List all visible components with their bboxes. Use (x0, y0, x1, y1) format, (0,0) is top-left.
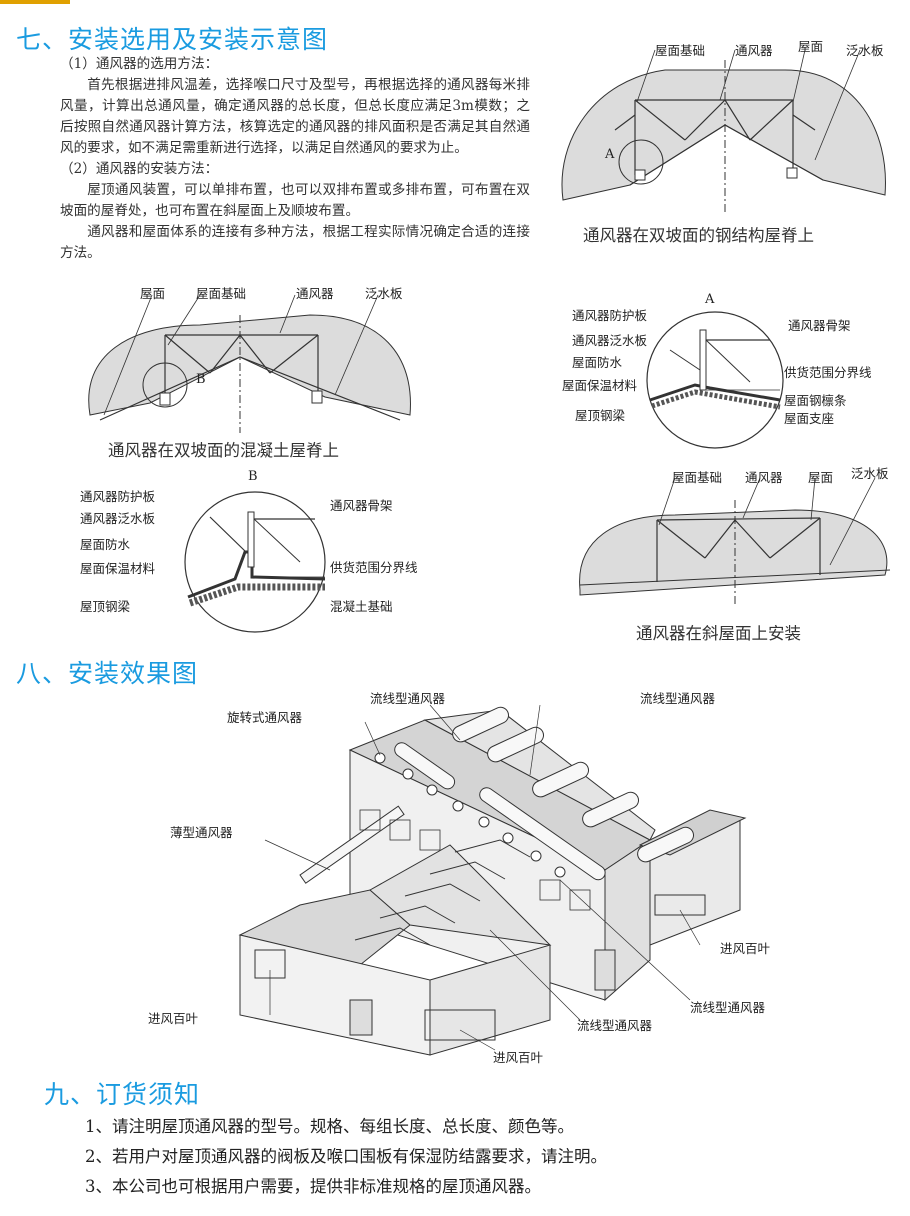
slope-roof-diagram (579, 477, 891, 605)
order-note-3: 3、本公司也可根据用户需要，提供非标准规格的屋顶通风器。 (85, 1177, 541, 1196)
detail-a-vflash: 通风器泛水板 (572, 333, 648, 348)
section-7-title: 七、安装选用及安装示意图 (16, 25, 329, 54)
selection-method-heading: （1）通风器的选用方法： (60, 56, 219, 72)
effect-label-rotary: 旋转式通风器 (227, 710, 303, 725)
concrete-label-vent: 通风器 (296, 286, 334, 301)
detail-b-supply: 供货范围分界线 (330, 560, 418, 575)
slope-label-flash: 泛水板 (851, 466, 889, 481)
detail-a-support: 屋面支座 (784, 411, 835, 426)
top-accent-strip (0, 0, 70, 4)
steel-marker-a: A (605, 147, 615, 162)
detail-b-insul: 屋面保温材料 (80, 561, 156, 576)
detail-a-purlin: 屋面钢檩条 (784, 393, 847, 408)
concrete-label-roof: 屋面 (140, 286, 166, 301)
concrete-label-flash: 泛水板 (365, 286, 403, 301)
detail-a-beam: 屋顶钢梁 (575, 408, 626, 423)
effect-label-thin: 薄型通风器 (170, 825, 233, 840)
steel-ridge-caption: 通风器在双坡面的钢结构屋脊上 (583, 226, 814, 245)
section-9-title: 九、订货须知 (44, 1080, 201, 1109)
section-7-text: （1）通风器的选用方法： 首先根据进排风温差，选择喉口尺寸及型号，再根据选择的通… (60, 54, 530, 264)
detail-b-beam: 屋顶钢梁 (80, 599, 131, 614)
effect-label-louver-bottom: 进风百叶 (493, 1050, 544, 1065)
effect-label-stream-right: 流线型通风器 (640, 691, 716, 706)
steel-label-base: 屋面基础 (655, 43, 706, 58)
section-8-title: 八、安装效果图 (16, 659, 199, 688)
installation-effect-illustration (238, 704, 747, 1056)
steel-label-roof: 屋面 (798, 39, 824, 54)
detail-b-guard: 通风器防护板 (80, 489, 156, 504)
effect-label-louver-right: 进风百叶 (720, 941, 771, 956)
detail-a-title: A (705, 292, 715, 307)
effect-label-louver-left: 进风百叶 (148, 1011, 199, 1026)
steel-label-flash: 泛水板 (846, 43, 884, 58)
detail-a-guard: 通风器防护板 (572, 308, 648, 323)
slope-label-vent: 通风器 (745, 470, 783, 485)
detail-a-diagram (646, 311, 784, 449)
detail-a-supply: 供货范围分界线 (784, 365, 872, 380)
slope-label-base: 屋面基础 (672, 470, 723, 485)
concrete-ridge-diagram (88, 294, 411, 433)
concrete-ridge-caption: 通风器在双坡面的混凝土屋脊上 (108, 441, 339, 460)
effect-label-stream-top: 流线型通风器 (370, 691, 446, 706)
detail-a-frame: 通风器骨架 (788, 318, 851, 333)
detail-a-water: 屋面防水 (572, 355, 623, 370)
detail-b-water: 屋面防水 (80, 537, 131, 552)
detail-b-diagram (184, 491, 326, 633)
detail-b-vflash: 通风器泛水板 (80, 511, 156, 526)
detail-b-frame: 通风器骨架 (330, 498, 393, 513)
order-note-1: 1、请注明屋顶通风器的型号。规格、每组长度、总长度、颜色等。 (85, 1117, 574, 1136)
effect-label-stream-mid: 流线型通风器 (577, 1018, 653, 1033)
detail-b-concrete: 混凝土基础 (330, 599, 393, 614)
detail-a-insul: 屋面保温材料 (562, 378, 638, 393)
concrete-marker-b: B (196, 372, 206, 387)
install-method-heading: （2）通风器的安装方法： (60, 161, 219, 177)
order-note-2: 2、若用户对屋顶通风器的阀板及喉口围板有保湿防结露要求，请注明。 (85, 1147, 607, 1166)
effect-label-stream-bottom: 流线型通风器 (690, 1000, 766, 1015)
slope-roof-caption: 通风器在斜屋面上安装 (636, 624, 801, 643)
slope-label-roof: 屋面 (808, 470, 834, 485)
selection-method-text: 首先根据进排风温差，选择喉口尺寸及型号，再根据选择的通风器每米排风量，计算出总通… (60, 77, 530, 156)
steel-ridge-diagram (561, 49, 886, 215)
concrete-label-base: 屋面基础 (196, 286, 247, 301)
connection-method-text: 通风器和屋面体系的连接有多种方法，根据工程实际情况确定合适的连接方法。 (60, 224, 530, 261)
detail-b-title: B (248, 469, 258, 484)
install-method-text: 屋顶通风装置，可以单排布置，也可以双排布置或多排布置，可布置在双坡面的屋脊处，也… (60, 182, 530, 219)
steel-label-vent: 通风器 (735, 43, 773, 58)
